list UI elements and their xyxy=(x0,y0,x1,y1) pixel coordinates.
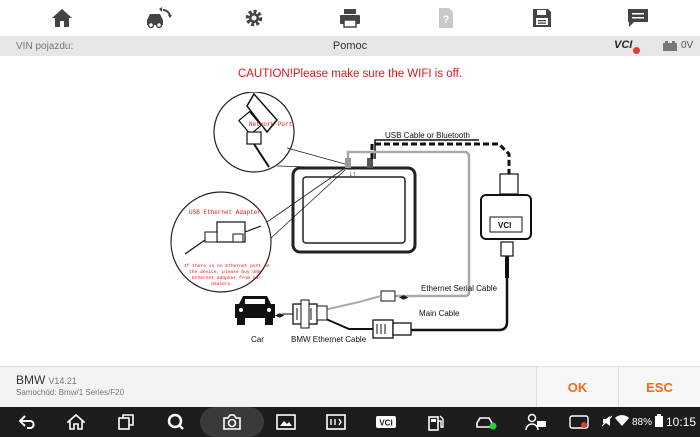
adapter-note-2: the device, please buy USB xyxy=(189,269,261,275)
message-icon[interactable] xyxy=(622,4,654,32)
vci-box: VCI xyxy=(480,173,532,278)
status-area: 88% 10:15 xyxy=(601,407,696,437)
connection-diagram: ↓↑ USB Cable or Bluetooth VCI Main Cable… xyxy=(159,91,541,354)
ok-button[interactable]: OK xyxy=(536,367,618,408)
vin-label: VIN pojazdu: xyxy=(16,40,74,52)
recent-apps-icon[interactable] xyxy=(112,407,140,437)
svg-text:↓↑: ↓↑ xyxy=(349,171,356,178)
vehicle-info: Samochód: Bmw/1 Series/F20 xyxy=(16,388,125,397)
vci-disconnected-icon xyxy=(633,47,640,54)
software-version: V14.21 xyxy=(48,376,77,386)
save-icon[interactable] xyxy=(526,4,558,32)
main-cable-label: Main Cable xyxy=(419,309,460,318)
user-car-icon[interactable] xyxy=(522,407,550,437)
usb-adapter-callout: USB Ethernet Adapter If there is no Ethe… xyxy=(170,191,272,293)
wifi-icon xyxy=(614,415,629,429)
obd-connector xyxy=(372,319,412,339)
car-icon xyxy=(235,296,275,325)
gear-icon[interactable] xyxy=(238,4,270,32)
help-icon[interactable]: ? xyxy=(430,4,462,32)
tablet-device xyxy=(291,166,417,254)
usb-adapter-label: USB Ethernet Adapter xyxy=(189,209,261,216)
page-title: Pomoc xyxy=(332,40,368,52)
svg-text:◀▶: ◀▶ xyxy=(275,313,285,319)
esc-button[interactable]: ESC xyxy=(618,367,700,408)
bmw-ethernet-connector xyxy=(292,299,328,329)
battery-percent: 88% xyxy=(631,416,652,428)
car-battery-icon xyxy=(662,40,678,55)
network-port-label: Network Port xyxy=(249,121,292,128)
car-swap-icon[interactable] xyxy=(142,4,174,32)
bmw-ethernet-label: BMW Ethernet Cable xyxy=(291,335,367,344)
dtc-icon[interactable] xyxy=(322,407,350,437)
print-icon[interactable] xyxy=(334,4,366,32)
no-sound-icon xyxy=(601,415,613,430)
caution-message: CAUTION!Please make sure the WIFI is off… xyxy=(237,68,463,80)
top-toolbar: ? xyxy=(0,0,700,36)
usb-cable-label: USB Cable or Bluetooth xyxy=(385,131,470,140)
screenshot-icon[interactable] xyxy=(272,407,300,437)
svg-text:?: ? xyxy=(443,14,450,26)
ethernet-serial-label: Ethernet Serial Cable xyxy=(421,284,498,293)
search-nav-icon[interactable] xyxy=(162,407,190,437)
car-check-icon[interactable] xyxy=(472,407,500,437)
brand-name: BMW xyxy=(16,373,46,387)
camera-icon[interactable] xyxy=(200,407,264,437)
network-port-callout: Network Port xyxy=(213,91,295,173)
adapter-note-4: dealers. xyxy=(211,281,233,287)
android-nav-bar: VCI 88% 10:15 xyxy=(0,407,700,437)
svg-text:VCI: VCI xyxy=(379,419,392,428)
adapter-note-3: Ethernet adapter from our xyxy=(192,275,261,281)
battery-icon xyxy=(654,414,663,430)
car-label: Car xyxy=(251,335,264,344)
vci-status-icon[interactable] xyxy=(566,407,592,437)
clock: 10:15 xyxy=(665,415,696,429)
info-bar: VIN pojazdu: Pomoc VCI 0V xyxy=(0,36,700,56)
home-nav-icon[interactable] xyxy=(62,407,90,437)
vci-label: VCI xyxy=(498,221,511,230)
vci-status-label: VCI xyxy=(614,39,633,51)
gas-station-icon[interactable] xyxy=(422,407,450,437)
home-icon[interactable] xyxy=(46,4,78,32)
voltage-value: 0V xyxy=(681,40,694,51)
back-icon[interactable] xyxy=(14,407,42,437)
svg-text:◀▶: ◀▶ xyxy=(399,295,409,301)
adapter-note-1: If there is no Ethernet port on xyxy=(184,263,270,269)
vci-nav-icon[interactable]: VCI xyxy=(372,407,400,437)
